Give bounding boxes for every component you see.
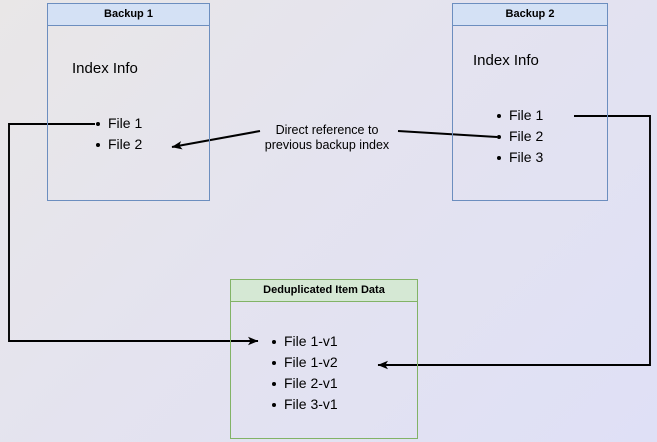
deduplicated-file-list: File 1-v1 File 1-v2 File 2-v1 File 3-v1	[270, 331, 338, 415]
edge-label-direct-reference: Direct reference to previous backup inde…	[264, 123, 390, 152]
backup-2-index-info-label: Index Info	[473, 52, 539, 69]
box-backup-2[interactable]: Backup 2	[452, 3, 608, 201]
list-item: File 3	[495, 147, 543, 168]
list-item: File 2	[495, 126, 543, 147]
list-item: File 1	[495, 105, 543, 126]
box-backup-2-header: Backup 2	[453, 4, 607, 26]
list-item: File 1-v2	[270, 352, 338, 373]
list-item: File 1	[94, 113, 142, 134]
box-deduplicated-item-data-header: Deduplicated Item Data	[231, 280, 417, 302]
backup-1-file-list: File 1 File 2	[94, 113, 142, 155]
list-item: File 2-v1	[270, 373, 338, 394]
backup-1-index-info-label: Index Info	[72, 60, 138, 77]
box-deduplicated-item-data[interactable]: Deduplicated Item Data	[230, 279, 418, 439]
backup-2-file-list: File 1 File 2 File 3	[495, 105, 543, 168]
box-backup-1[interactable]: Backup 1	[47, 3, 210, 201]
list-item: File 2	[94, 134, 142, 155]
list-item: File 3-v1	[270, 394, 338, 415]
list-item: File 1-v1	[270, 331, 338, 352]
box-backup-1-header: Backup 1	[48, 4, 209, 26]
